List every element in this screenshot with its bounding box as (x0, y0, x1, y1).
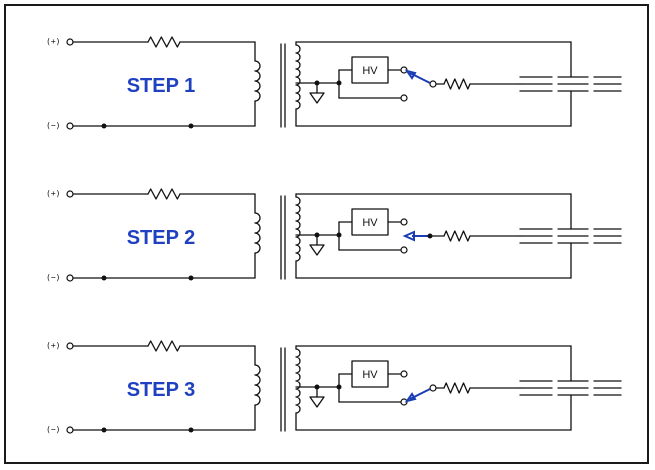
circuit-step-3: (+) (−) HV STEP 3 (46, 340, 622, 434)
negative-terminal (66, 122, 74, 130)
secondary-coil (295, 348, 301, 414)
step-label: STEP 2 (127, 227, 196, 249)
primary-coil (254, 364, 261, 406)
ground-symbol (309, 396, 325, 408)
step-label: STEP 1 (127, 75, 196, 97)
switch-contact-upper (400, 370, 408, 378)
switch-pivot (429, 384, 437, 392)
junction-dot (101, 275, 107, 281)
positive-terminal-label: (+) (46, 341, 60, 350)
circuit-step-1: (+) (−) HV STEP 1 (46, 36, 622, 130)
switch-contact-lower (400, 94, 408, 102)
hv-label: HV (362, 217, 378, 229)
primary-resistor (147, 36, 181, 48)
junction-dot (101, 427, 107, 433)
output-resistor (443, 78, 471, 90)
primary-resistor (147, 188, 181, 200)
negative-terminal (66, 274, 74, 282)
hv-label: HV (362, 65, 378, 77)
secondary-coil (295, 196, 301, 262)
junction-dot (188, 427, 194, 433)
primary-coil (254, 60, 261, 102)
switch-contact-lower (400, 246, 408, 254)
positive-terminal (66, 190, 74, 198)
secondary-coil (295, 44, 301, 110)
positive-terminal (66, 342, 74, 350)
negative-terminal-label: (−) (46, 121, 60, 130)
primary-resistor (147, 340, 181, 352)
junction-dot (101, 123, 107, 129)
step-label: STEP 3 (127, 379, 196, 401)
switch-arrow (402, 230, 415, 242)
ground-symbol (309, 244, 325, 256)
negative-terminal-label: (−) (46, 273, 60, 282)
primary-coil (254, 212, 261, 254)
positive-terminal (66, 38, 74, 46)
output-resistor (443, 230, 471, 242)
ground-symbol (309, 92, 325, 104)
hv-label: HV (362, 369, 378, 381)
positive-terminal-label: (+) (46, 189, 60, 198)
switch-arrow (404, 392, 417, 403)
circuit-step-2: (+) (−) HV STEP 2 (46, 188, 622, 282)
negative-terminal-label: (−) (46, 425, 60, 434)
negative-terminal (66, 426, 74, 434)
switch-contact-upper (400, 218, 408, 226)
output-resistor (443, 382, 471, 394)
junction-dot (188, 123, 194, 129)
switch-pivot (429, 80, 437, 88)
switch-arrow (404, 69, 417, 80)
junction-dot (188, 275, 194, 281)
positive-terminal-label: (+) (46, 37, 60, 46)
